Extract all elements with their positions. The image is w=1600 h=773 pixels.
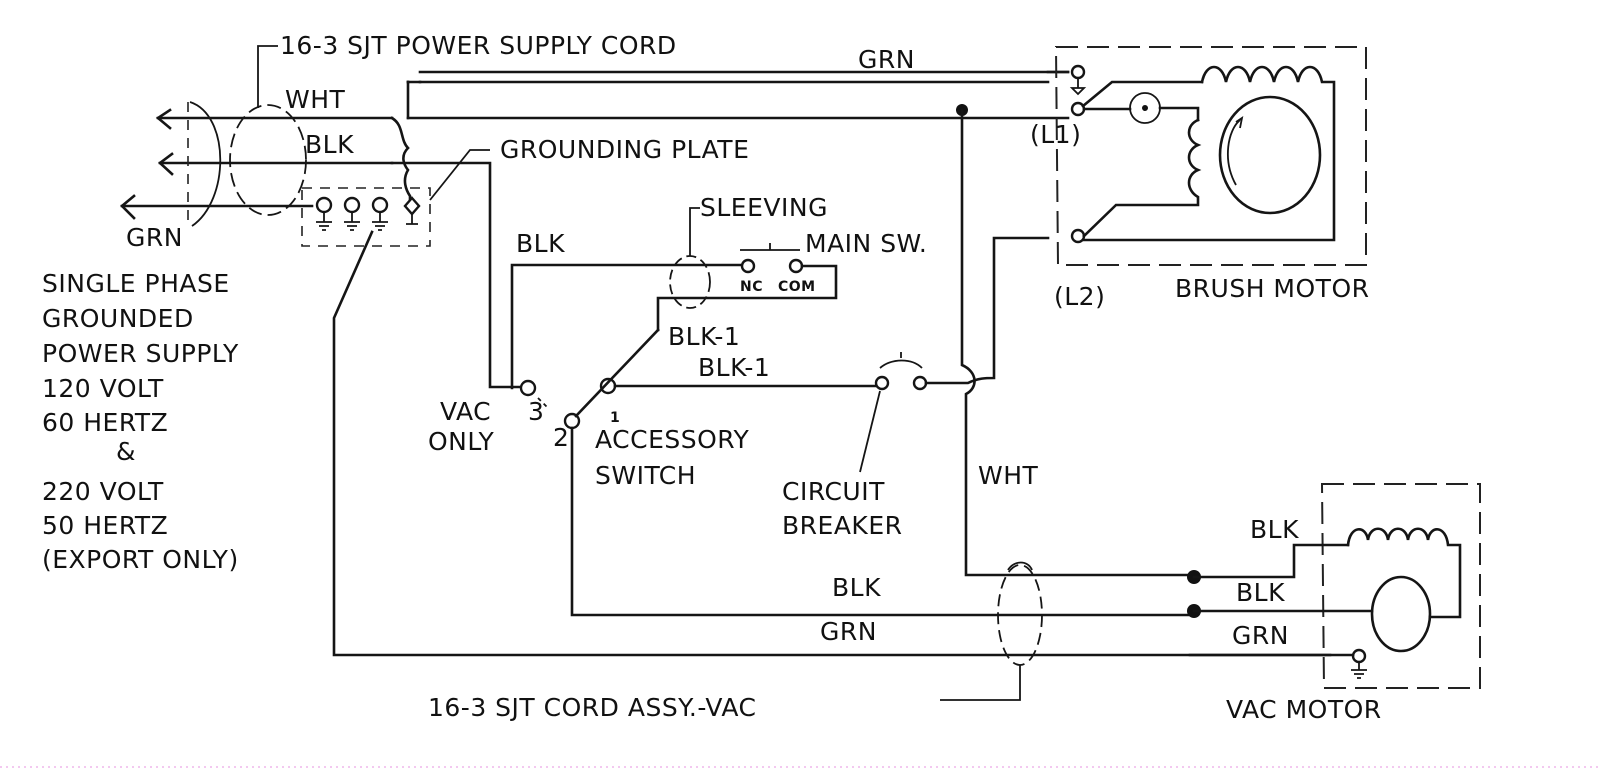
wire-label-wht-vertical: WHT: [978, 461, 1039, 490]
switch-position-3: 3: [528, 397, 544, 426]
grounding-plate-label: GROUNDING PLATE: [500, 135, 749, 164]
vac-cord-assembly: [970, 561, 1043, 701]
wht-wire-top-run: [406, 80, 1050, 120]
ground-terminal-icon: [315, 196, 421, 231]
circuit-breaker-label-1: CIRCUIT: [782, 477, 885, 506]
vac-motor-label: VAC MOTOR: [1226, 695, 1382, 724]
power-note-line: 220 VOLT: [42, 477, 164, 506]
ground-icon: [1351, 662, 1367, 679]
power-supply-cord: [120, 45, 394, 228]
vac-motor-armature: [1370, 575, 1432, 653]
power-note-line: GROUNDED: [42, 304, 194, 333]
blk-to-switch-3: [390, 161, 522, 389]
brush-motor-field-coil: [1082, 118, 1202, 238]
edge-band: [0, 766, 1600, 768]
grn-ground-run: [332, 230, 1332, 657]
vac-only-label-1: VAC: [440, 397, 491, 426]
cord-sleeve-ellipse: [229, 104, 307, 216]
wire-label-blk1-a: BLK-1: [668, 322, 740, 351]
wire-label-blk-main: BLK: [516, 229, 565, 258]
wire-label-grn-bottom: GRN: [820, 617, 877, 646]
wire-label-blk: BLK: [305, 130, 354, 159]
main-switch-label: MAIN SW.: [805, 229, 927, 258]
accessory-switch-label-1: ACCESSORY: [595, 425, 750, 454]
vac-motor: [1187, 483, 1481, 689]
main-switch-com-label: COM: [778, 279, 816, 295]
wire-label-grn-cord: GRN: [126, 223, 183, 252]
blk-to-main-switch: [510, 263, 747, 390]
power-cord-label: 16-3 SJT POWER SUPPLY CORD: [280, 31, 677, 60]
power-note-line: POWER SUPPLY: [42, 339, 239, 368]
sleeving-label: SLEEVING: [700, 193, 828, 222]
power-note-line: 60 HERTZ: [42, 408, 168, 437]
wire-label-blk-bottom: BLK: [832, 573, 881, 602]
power-note-line: SINGLE PHASE: [42, 269, 230, 298]
switch-position-1: 1: [610, 410, 620, 426]
wht-wire-crossover: [390, 116, 412, 202]
l2-label: (L2): [1054, 282, 1105, 311]
main-switch: [510, 207, 838, 390]
brush-motor: [1054, 46, 1367, 266]
circuit-breaker: [859, 236, 1050, 473]
switch-position-2: 2: [553, 423, 569, 452]
power-note-line: 50 HERTZ: [42, 511, 168, 540]
vac-motor-winding: [1346, 527, 1462, 619]
vac-cord-label: 16-3 SJT CORD ASSY.-VAC: [428, 693, 757, 722]
wire-label-grn-top: GRN: [858, 45, 915, 74]
power-supply-note: SINGLE PHASE GROUNDED POWER SUPPLY 120 V…: [42, 269, 239, 574]
power-note-line: 120 VOLT: [42, 374, 164, 403]
l1-label: (L1): [1030, 120, 1081, 149]
accessory-switch-label-2: SWITCH: [595, 461, 696, 490]
wire-label-vac-blk-mid: BLK: [1236, 578, 1285, 607]
brush-motor-housing: [1054, 46, 1367, 266]
switch-terminal-3: [519, 379, 537, 397]
brush-motor-armature: [1218, 95, 1322, 215]
vac-only-label-2: ONLY: [428, 427, 494, 456]
wire-label-vac-grn: GRN: [1232, 621, 1289, 650]
wire-label-wht: WHT: [285, 85, 346, 114]
circuit-breaker-label-2: BREAKER: [782, 511, 902, 540]
main-switch-nc-label: NC: [740, 279, 763, 295]
wire-label-blk1-b: BLK-1: [698, 353, 770, 382]
accessory-switch: [519, 328, 1197, 617]
switch-2-to-vac: [570, 426, 1197, 617]
brush-motor-winding: [1082, 65, 1336, 242]
vac-motor-housing: [1320, 483, 1481, 689]
rotation-arrow-icon: [1227, 116, 1244, 186]
power-note-line: (EXPORT ONLY): [42, 545, 239, 574]
wire-label-vac-blk-top: BLK: [1250, 515, 1299, 544]
wht-to-vac-motor: [960, 108, 1197, 577]
power-note-line: &: [116, 437, 136, 466]
grounding-plate: [301, 149, 490, 247]
brush-motor-label: BRUSH MOTOR: [1175, 274, 1370, 303]
